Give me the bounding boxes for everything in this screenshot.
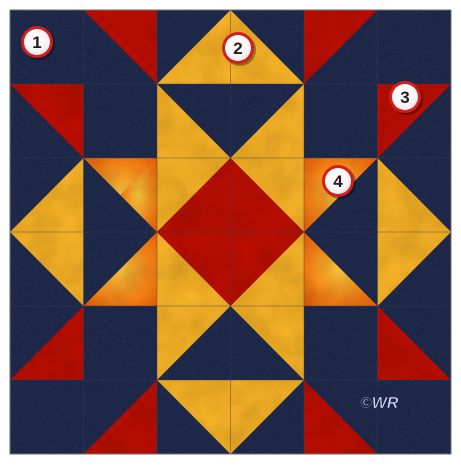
marker-number: 2 xyxy=(233,39,242,58)
quilt-overlay-layer: 1 2 3 4 ©WR xyxy=(21,26,423,412)
marker-number: 4 xyxy=(333,172,343,191)
red-triangle-top-right-upper xyxy=(304,10,378,84)
orange-star-point-upper-left-a xyxy=(83,158,157,232)
orange-star-point-upper-left-b xyxy=(120,158,157,232)
marker-1: 1 xyxy=(21,26,55,60)
marker-face xyxy=(24,29,50,55)
red-triangle-bottom-left-upper xyxy=(10,306,84,380)
marker-number: 3 xyxy=(400,88,409,107)
red-triangle-bottom-left-lower xyxy=(83,380,157,454)
gold-inner-top-right xyxy=(230,84,304,158)
marker-face xyxy=(325,168,351,194)
marker-2: 2 xyxy=(222,32,256,66)
red-triangle-top-left-upper xyxy=(83,10,157,84)
quilt-seam-lines xyxy=(9,9,452,455)
marker-face xyxy=(225,35,251,61)
orange-star-point-lower-left xyxy=(83,232,157,306)
marker-4: 4 xyxy=(322,165,356,199)
red-triangle-top-left-lower xyxy=(10,84,84,158)
red-triangle-bottom-right-upper xyxy=(377,306,451,380)
red-triangle-bottom-right-lower xyxy=(304,380,378,454)
marker-face xyxy=(392,84,418,110)
orange-star-point-lower-right xyxy=(304,232,378,306)
quilt-block-border xyxy=(9,9,452,455)
gold-inner-bottom-right xyxy=(230,306,304,380)
gold-inner-top-left xyxy=(157,84,231,158)
marker-3: 3 xyxy=(389,81,423,115)
marker-number: 1 xyxy=(32,33,41,52)
gold-inner-bottom-left xyxy=(157,306,231,380)
artist-signature: ©WR xyxy=(360,395,399,412)
